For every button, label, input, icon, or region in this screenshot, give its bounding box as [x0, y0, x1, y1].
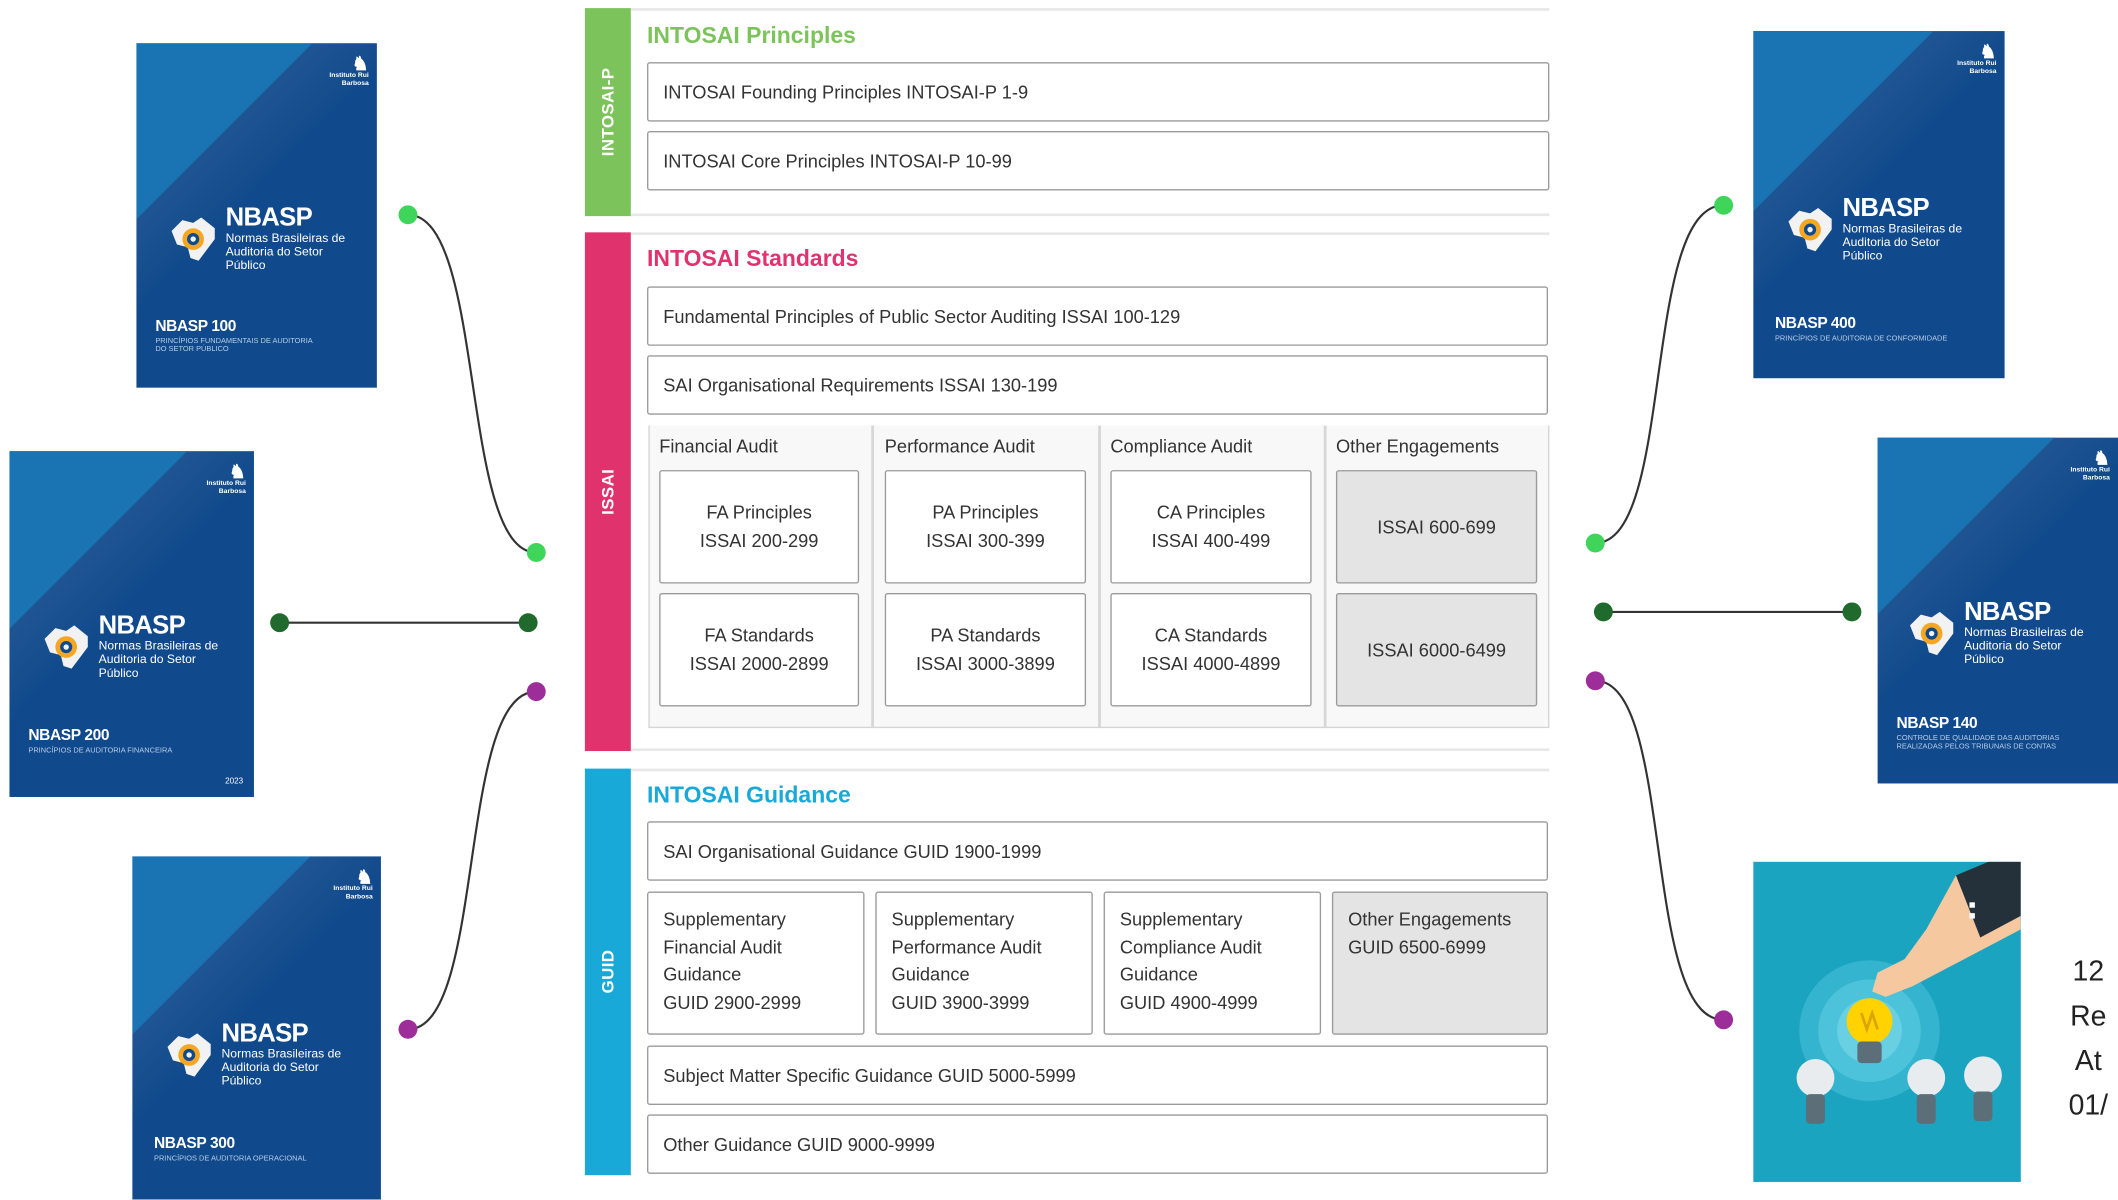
institute-logo: ♞Instituto Rui Barbosa — [2056, 448, 2110, 482]
cover-code: NBASP 140 — [1896, 715, 1978, 733]
principles-band: INTOSAI-P INTOSAI Principles INTOSAI Fou… — [584, 8, 1550, 217]
institute-icon: ♞ — [355, 865, 373, 888]
institute-logo: ♞Instituto Rui Barbosa — [319, 865, 373, 901]
guidance-band: GUID INTOSAI Guidance SAI Organisational… — [584, 768, 1550, 1176]
brand-subtitle: Normas Brasileiras de Auditoria do Setor… — [221, 1046, 342, 1088]
guidance-row: Other Guidance GUID 9000-9999 — [647, 1114, 1549, 1174]
side-note: 12 Re At 01/ — [2068, 956, 2109, 1122]
standards-row: SAI Organisational Requirements ISSAI 13… — [647, 355, 1549, 415]
institute-icon: ♞ — [2092, 447, 2110, 469]
dot-nbasp140-start — [1593, 602, 1613, 622]
brand-name: NBASP — [1964, 598, 2051, 627]
cover-code: NBASP 300 — [153, 1136, 235, 1153]
standards-title: INTOSAI Standards — [647, 245, 859, 272]
cover-description: PRINCÍPIOS DE AUDITORIA OPERACIONAL — [153, 1154, 307, 1164]
connector-nbasp100 — [407, 213, 537, 554]
column-head: Financial Audit — [659, 436, 778, 457]
cover-description: PRINCÍPIOS FUNDAMENTAIS DE AUDITORIA DO … — [155, 337, 313, 354]
dot-nbasp200-start — [270, 613, 290, 633]
column-head: Compliance Audit — [1110, 436, 1253, 457]
brazil-map-icon — [1788, 207, 1832, 251]
cover-description: PRINCÍPIOS DE AUDITORIA FINANCEIRA — [28, 746, 173, 756]
dot-nbasp100-end — [526, 543, 546, 562]
dot-nbasp300-end — [526, 682, 546, 702]
brand-subtitle: Normas Brasileiras de Auditoria do Setor… — [98, 638, 219, 680]
dot-nbasp200-end — [518, 613, 538, 633]
connector-nbasp300 — [407, 690, 537, 1031]
standards-row: Fundamental Principles of Public Sector … — [647, 286, 1549, 346]
institute-icon: ♞ — [351, 52, 369, 75]
principles-title: INTOSAI Principles — [647, 22, 856, 49]
guidance-row: Subject Matter Specific Guidance GUID 50… — [647, 1045, 1549, 1105]
cover-description: PRINCÍPIOS DE AUDITORIA DE CONFORMIDADE — [1774, 334, 1948, 344]
principles-sidebar: INTOSAI-P — [584, 8, 631, 217]
brazil-map-icon — [44, 624, 88, 668]
guidance-row: SAI Organisational Guidance GUID 1900-19… — [647, 821, 1549, 881]
institute-icon: ♞ — [1979, 40, 1997, 63]
brazil-map-icon — [171, 216, 215, 261]
column-head: Other Engagements — [1335, 436, 1500, 457]
standards-band: ISSAI INTOSAI Standards Fundamental Prin… — [584, 232, 1550, 752]
brand-name: NBASP — [221, 1019, 309, 1049]
lightbulbs-icon — [1796, 861, 2021, 1124]
institute-icon: ♞ — [228, 460, 246, 483]
dot-ideas-start — [1585, 671, 1605, 691]
institute-logo: ♞Instituto Rui Barbosa — [192, 460, 246, 496]
brazil-map-icon — [167, 1032, 211, 1076]
brand-subtitle: Normas Brasileiras de Auditoria do Setor… — [225, 230, 346, 272]
principles-row: INTOSAI Founding Principles INTOSAI-P 1-… — [647, 62, 1550, 122]
brand-subtitle: Normas Brasileiras de Auditoria do Setor… — [1964, 625, 2084, 666]
cover-description: CONTROLE DE QUALIDADE DAS AUDITORIAS REA… — [1896, 734, 2060, 752]
brand-name: NBASP — [225, 203, 313, 233]
dot-nbasp400-start — [1585, 533, 1605, 553]
dot-nbasp140-end — [1842, 602, 1862, 622]
brand-name: NBASP — [1842, 194, 1929, 223]
institute-logo: ♞Instituto Rui Barbosa — [1942, 42, 1996, 76]
brand-subtitle: Normas Brasileiras de Auditoria do Setor… — [1842, 221, 1963, 263]
ideas-illustration — [1753, 861, 2021, 1182]
connector-nbasp400 — [1595, 204, 1724, 545]
dot-nbasp100-start — [398, 205, 418, 225]
principles-row: INTOSAI Core Principles INTOSAI-P 10-99 — [647, 131, 1550, 191]
dot-ideas-end — [1714, 1010, 1734, 1030]
standards-cell: ISSAI 6000-6499 — [1335, 593, 1538, 707]
cover-code: NBASP 200 — [28, 728, 110, 745]
cover-year: 2023 — [225, 778, 244, 787]
guidance-title: INTOSAI Guidance — [647, 782, 851, 808]
standards-sidebar: ISSAI — [584, 232, 631, 752]
dot-nbasp400-end — [1714, 195, 1734, 215]
cover-code: NBASP 400 — [1774, 316, 1856, 333]
institute-logo: ♞Instituto Rui Barbosa — [315, 52, 369, 88]
brand-name: NBASP — [98, 611, 186, 641]
dot-nbasp300-start — [398, 1019, 418, 1039]
guidance-sidebar: GUID — [584, 768, 631, 1176]
column-head: Performance Audit — [884, 436, 1035, 457]
standards-cell: ISSAI 600-699 — [1335, 470, 1538, 584]
cover-code: NBASP 100 — [155, 318, 237, 335]
connector-ideas — [1595, 679, 1724, 1021]
brazil-map-icon — [1910, 611, 1954, 655]
